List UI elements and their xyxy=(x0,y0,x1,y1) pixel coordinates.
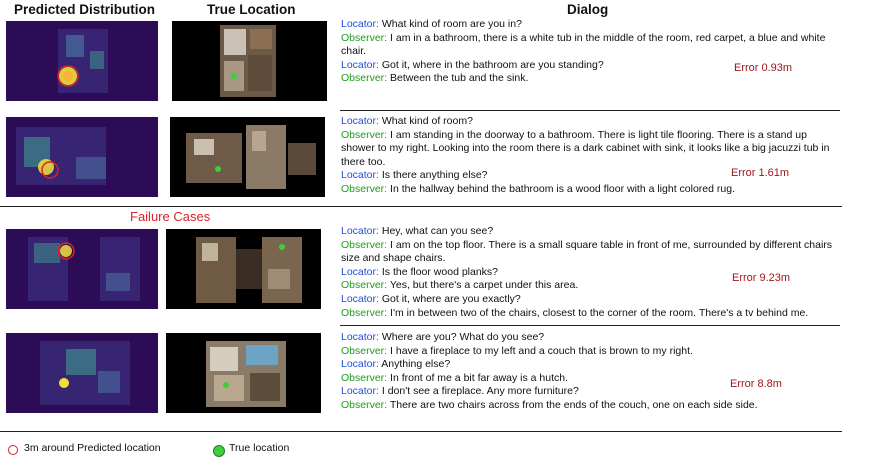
green-dot-icon xyxy=(213,445,225,457)
error-value-3: Error 9.23m xyxy=(732,272,791,284)
true-location-map-3 xyxy=(166,229,321,309)
locator-label: Locator: xyxy=(341,385,379,398)
true-location-map-4 xyxy=(166,333,321,413)
legend-predicted: 3m around Predicted location xyxy=(24,442,161,454)
locator-label: Locator: xyxy=(341,292,379,305)
error-value-2: Error 1.61m xyxy=(731,167,790,179)
locator-label: Locator: xyxy=(341,115,379,127)
predicted-distribution-header: Predicted Distribution xyxy=(14,2,156,17)
observer-label: Observer: xyxy=(341,398,388,411)
bottom-divider xyxy=(0,431,842,432)
locator-label: Locator: xyxy=(341,18,379,30)
observer-label: Observer: xyxy=(341,72,388,85)
observer-label: Observer: xyxy=(341,128,388,141)
dialog-row-4: Locator: Where are you? What do you see?… xyxy=(341,331,758,411)
true-location-map-2 xyxy=(170,117,325,197)
predicted-heatmap-1 xyxy=(6,21,158,101)
dialog-row-2: Locator: What kind of room? Observer: I … xyxy=(341,115,830,195)
locator-label: Locator: xyxy=(341,331,379,343)
error-value-1: Error 0.93m xyxy=(734,62,793,74)
observer-label: Observer: xyxy=(341,238,388,251)
predicted-heatmap-3 xyxy=(6,229,158,309)
locator-label: Locator: xyxy=(341,58,379,71)
predicted-heatmap-4 xyxy=(6,333,158,413)
red-circle-icon xyxy=(8,445,18,455)
dialog-row-3: Locator: Hey, what can you see? Observer… xyxy=(341,225,833,319)
observer-label: Observer: xyxy=(341,344,388,357)
row-divider-1 xyxy=(340,110,840,111)
locator-label: Locator: xyxy=(341,358,379,371)
locator-label: Locator: xyxy=(341,265,379,278)
dialog-header: Dialog xyxy=(567,2,609,17)
observer-label: Observer: xyxy=(341,306,388,319)
observer-label: Observer: xyxy=(341,279,388,292)
observer-label: Observer: xyxy=(341,182,388,195)
true-location-header: True Location xyxy=(207,2,296,17)
locator-label: Locator: xyxy=(341,225,379,237)
observer-label: Observer: xyxy=(341,31,388,44)
predicted-heatmap-2 xyxy=(6,117,158,197)
section-divider xyxy=(0,206,842,207)
locator-label: Locator: xyxy=(341,169,379,182)
row-divider-3 xyxy=(340,325,840,326)
legend-true: True location xyxy=(229,442,290,454)
observer-label: Observer: xyxy=(341,371,388,384)
failure-cases-label: Failure Cases xyxy=(130,209,211,224)
error-value-4: Error 8.8m xyxy=(730,378,782,390)
dialog-row-1: Locator: What kind of room are you in? O… xyxy=(341,18,826,85)
true-location-map-1 xyxy=(172,21,327,101)
